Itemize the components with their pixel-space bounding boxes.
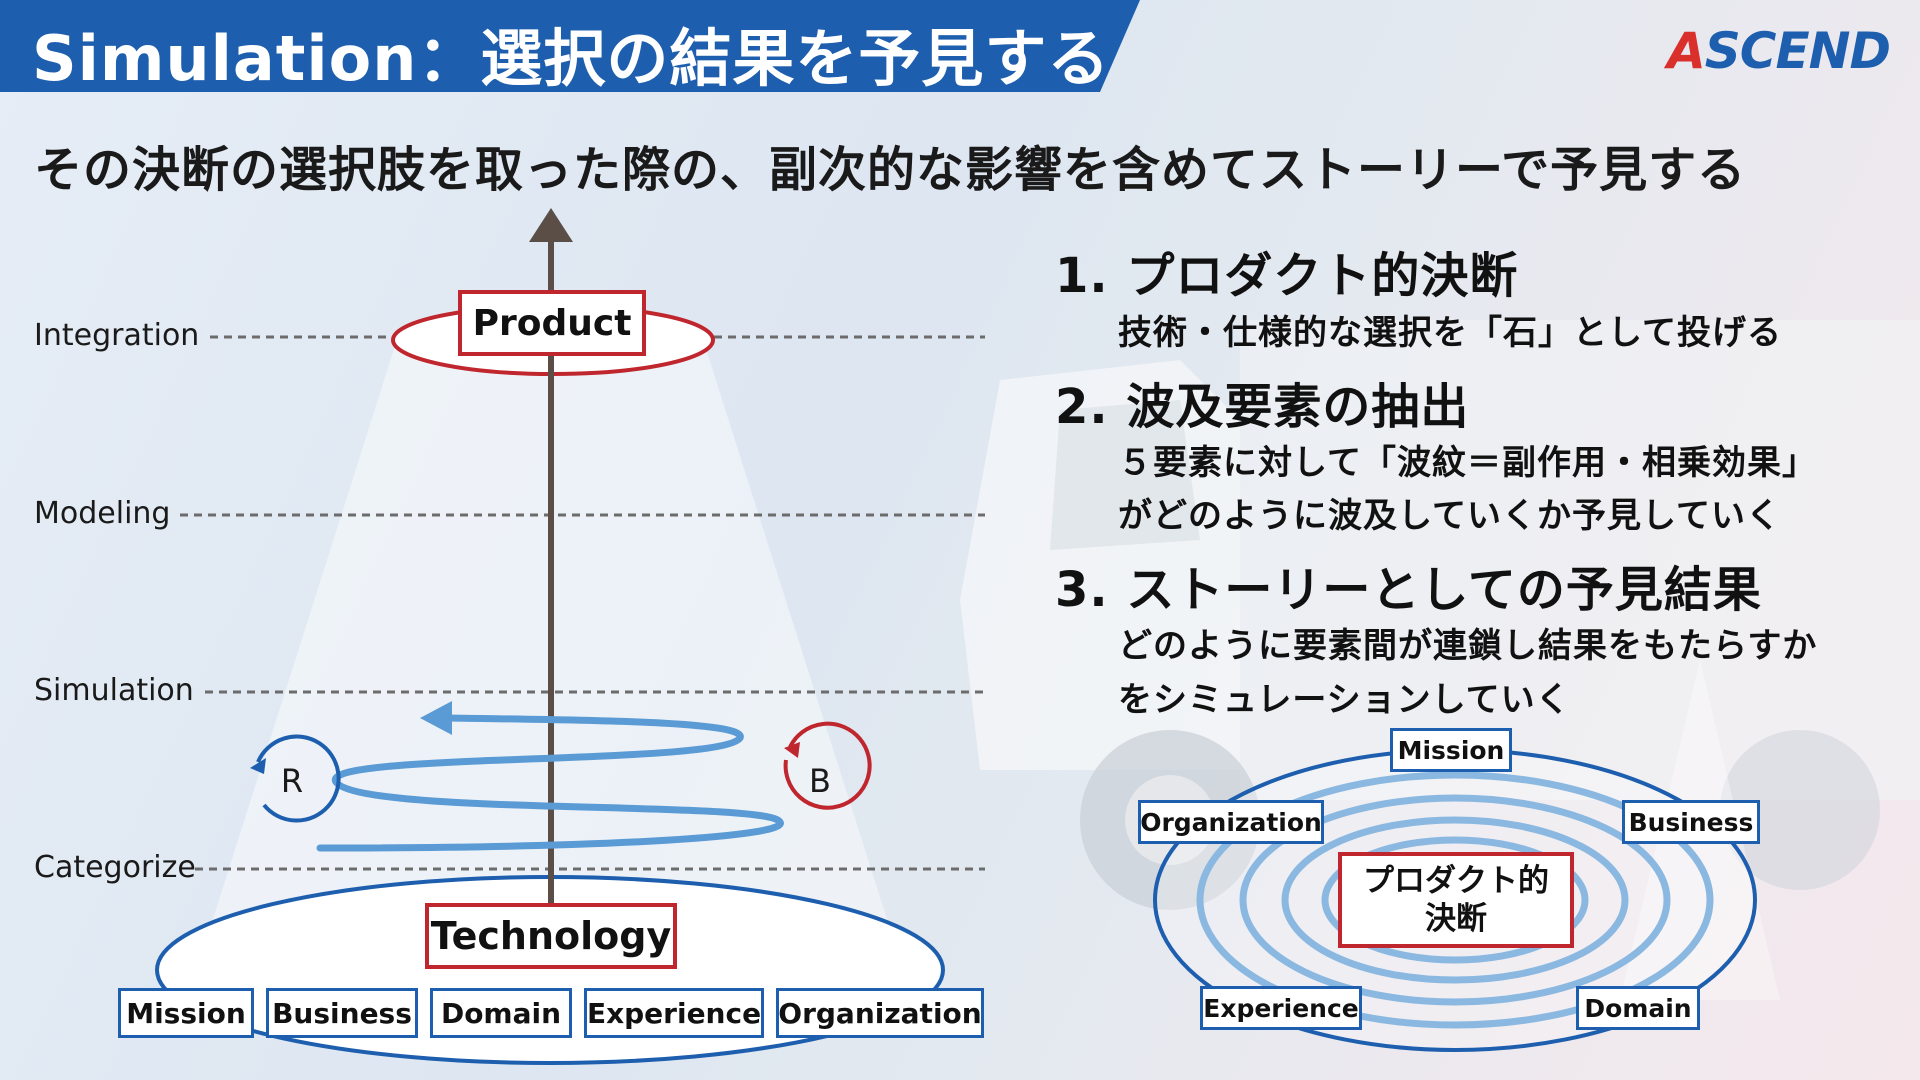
step-2-heading: 2. 波及要素の抽出 [1055, 379, 1470, 435]
step-1-heading: 1. プロダクト的決断 [1055, 248, 1519, 304]
ripple-center-line-2: 決断 [1425, 901, 1487, 937]
balancing-loop-label: B [809, 762, 831, 800]
ripple-box-domain: Domain [1576, 986, 1700, 1030]
element-box-domain: Domain [430, 988, 572, 1038]
logo-wordmark: SCEND [1704, 22, 1891, 80]
ripple-ring-4 [1281, 816, 1629, 984]
truck-background-image [960, 320, 1920, 910]
element-box-mission: Mission [118, 988, 254, 1038]
step-1-text: 技術・仕様的な選択を「石」として投げる [1118, 313, 1782, 353]
level-label-modeling: Modeling [34, 496, 171, 531]
vertical-axis-arrowhead [529, 208, 573, 242]
spiral-flow-arrowhead [420, 701, 452, 735]
reinforcing-loop-label: R [280, 762, 304, 800]
step-2-text-line-1: ５要素に対して「波紋＝副作用・相乗効果」 [1118, 443, 1817, 483]
element-box-experience: Experience [584, 988, 764, 1038]
ripple-box-mission: Mission [1390, 728, 1512, 772]
ascend-logo: ASCEND [1667, 22, 1891, 80]
step-3-text-line-2: をシミュレーションしていく [1118, 680, 1571, 720]
product-box: Product [458, 290, 646, 356]
step-2-text-line-2: がどのように波及していくか予見していく [1118, 496, 1781, 536]
level-label-categorize: Categorize [34, 850, 196, 885]
subtitle: その決断の選択肢を取った際の、副次的な影響を含めてストーリーで予見する [34, 142, 1747, 198]
level-label-integration: Integration [34, 318, 200, 353]
ripple-inner-ring [1321, 836, 1589, 964]
logo-initial: A [1667, 22, 1706, 80]
level-label-simulation: Simulation [34, 673, 194, 708]
reinforcing-loop-icon [256, 734, 341, 823]
ripple-ring-3 [1239, 794, 1671, 1006]
spiral-flow-path [316, 714, 784, 852]
ripple-box-experience: Experience [1200, 986, 1362, 1030]
step-3-heading: 3. ストーリーとしての予見結果 [1055, 562, 1762, 618]
page-title: Simulation：選択の結果を予見する [32, 22, 1111, 95]
technology-box: Technology [425, 903, 677, 969]
element-box-business: Business [266, 988, 418, 1038]
balancing-loop-icon [783, 721, 872, 810]
ripple-ring-2 [1196, 771, 1714, 1029]
step-3-text-line-1: どのように要素間が連鎖し結果をもたらすか [1118, 626, 1818, 666]
ripple-box-business: Business [1622, 800, 1760, 844]
title-bar [0, 0, 1140, 92]
ripple-box-organization: Organization [1138, 800, 1324, 844]
ripple-center-box: プロダクト的 決断 [1338, 852, 1574, 948]
element-box-organization: Organization [776, 988, 984, 1038]
ripple-center-line-1: プロダクト的 [1363, 863, 1549, 899]
